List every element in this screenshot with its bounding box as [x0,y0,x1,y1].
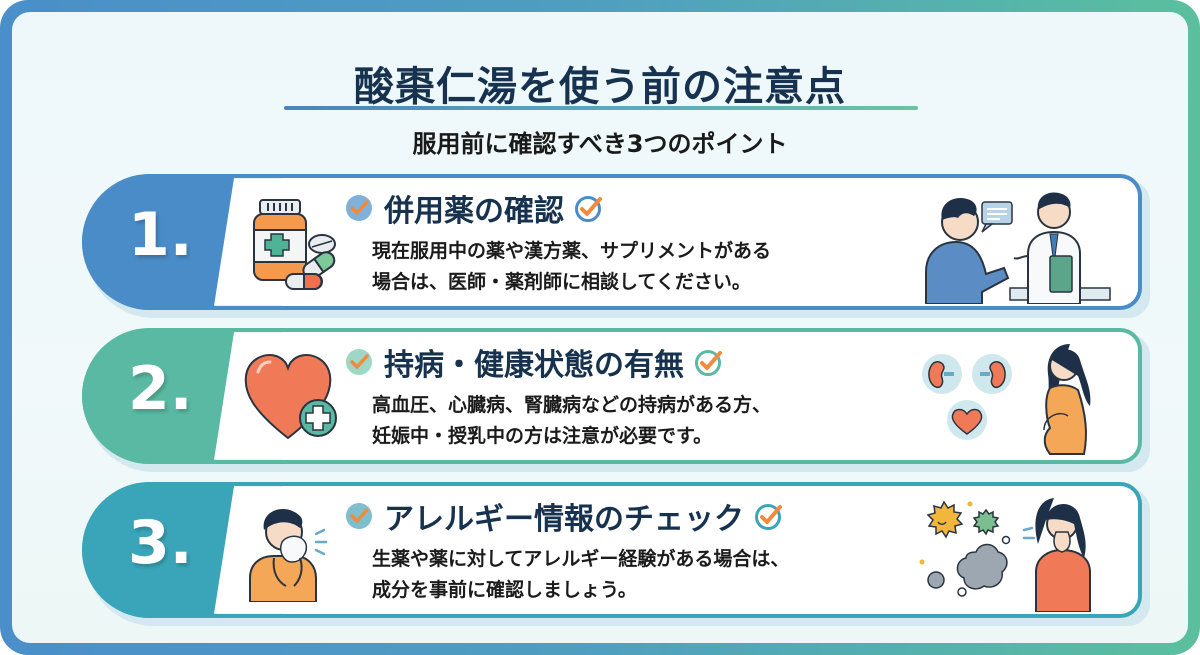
page-title: 酸棗仁湯を使う前の注意点 [354,64,846,110]
point-number: 3. [128,508,193,578]
point-description: 高血圧、心臓病、腎臓病などの持病がある方、 妊娠中・授乳中の方は注意が必要です。 [372,394,772,447]
check-ring-icon [575,196,602,222]
point-heading: 持病・健康状態の有無 [344,340,724,384]
point-description: 現在服用中の薬や漢方薬、サプリメントがある 場合は、医師・薬剤師に相談してくださ… [372,240,772,293]
check-circle-icon [346,503,372,529]
check-circle-icon [346,195,372,221]
point-heading: アレルギー情報のチェック [344,494,784,538]
point-card-3: 3. アレルギー情報のチェック [82,482,1150,626]
kidneys-heart-pregnant-woman-icon [922,344,1091,455]
check-ring-icon [755,504,782,530]
title-divider [284,106,918,110]
heart-plus-icon [244,354,337,440]
allergen-particles-woman-icon [919,498,1091,612]
point-number: 1. [128,200,193,270]
infographic-panel: 酸棗仁湯を使う前の注意点 服用前に確認すべき3つのポイント 1. [12,12,1188,643]
page-subtitle: 服用前に確認すべき3つのポイント [412,130,788,158]
point-number: 2. [128,354,193,424]
check-circle-icon [346,349,372,375]
sneezing-man-icon [249,508,328,602]
medicine-bottle-pills-icon [253,199,336,290]
patient-consulting-doctor-icon [925,192,1111,304]
point-description: 生薬や薬に対してアレルギー経験がある場合は、 成分を事前に確認しましょう。 [372,548,790,601]
point-card-1: 1. 併用薬の確認 [82,174,1150,318]
check-ring-icon [695,350,722,376]
point-heading: 併用薬の確認 [344,186,604,230]
point-card-2: 2. 持病・健康状態の有無 高血圧、心臓病、腎臓病などの持病が [82,328,1150,472]
